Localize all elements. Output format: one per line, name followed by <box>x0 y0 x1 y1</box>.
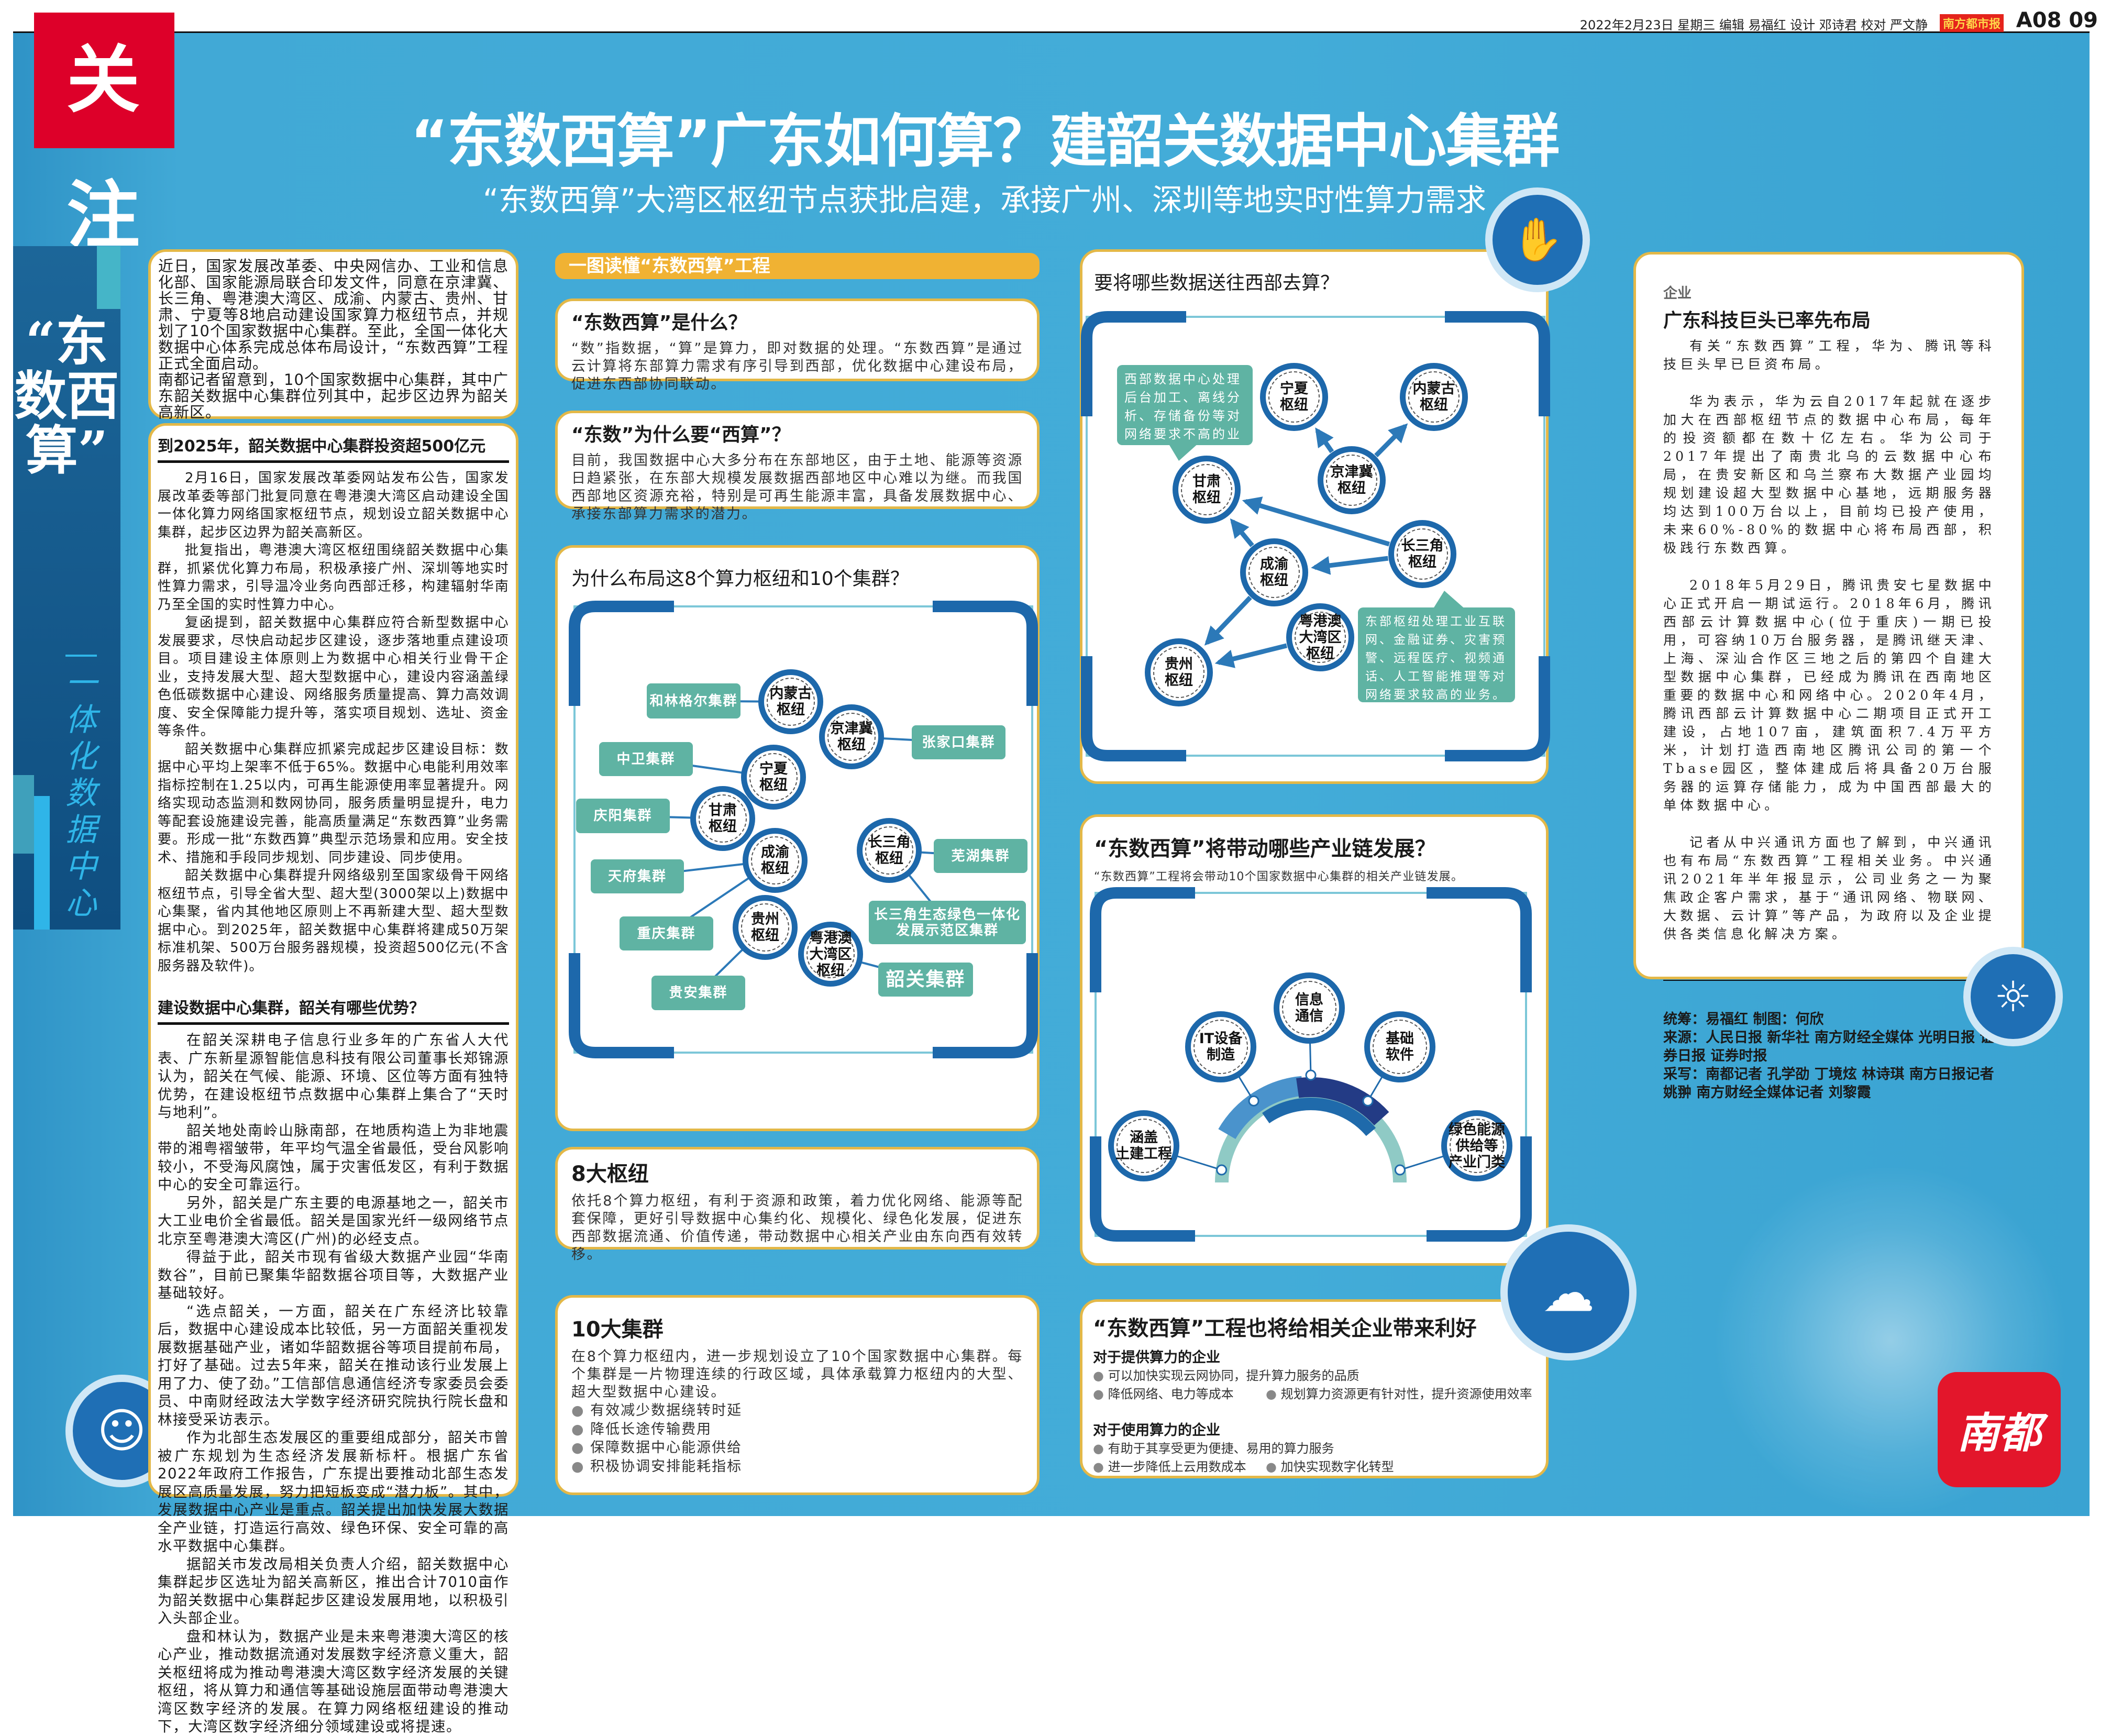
cloud-plug-icon: ☁ <box>1500 1224 1637 1361</box>
section-tag: 关注 <box>34 13 174 259</box>
lead-paragraph: 近日，国家发展改革委、中央网信办、工业和信息化部、国家能源局联合印发文件，同意在… <box>158 257 509 372</box>
page-number: A08 09 <box>2016 8 2098 32</box>
article-paragraph: 韶关数据中心集群应抓紧完成起步区建设目标：数据中心平均上架率不低于65%。数据中… <box>158 741 509 866</box>
article-paragraph: 韶关数据中心集群提升网络级别至国家级骨干网络枢纽节点，引导全省大型、超大型(30… <box>158 868 509 974</box>
article-paragraph: 另外，韶关是广东主要的电源基地之一，韶关市大工业电价全省最低。韶关是国家光纤一级… <box>158 1194 509 1247</box>
newspaper-logo: 南方都市报 <box>1939 14 2004 32</box>
nandu-logo: 南都 <box>1938 1372 2061 1487</box>
enterprise-item-huawei: 华为表示，华为云自2017年起就在逐步加大在西部枢纽节点的数据中心布局，每年的投… <box>1663 394 1995 556</box>
credit-line: 采写：南都记者 孔学劭 丁境炫 林诗琪 南方日报记者 姚翀 南方财经全媒体记者 … <box>1663 1066 1994 1101</box>
benefit-item: 降低网络、电力等成本 <box>1093 1385 1266 1404</box>
benefit-item: 有助于其享受更为便捷、易用的算力服务 <box>1093 1439 1535 1458</box>
article-paragraph: 据韶关市发改局相关负责人介绍，韶关数据中心集群起步区选址为韶关高新区，推出合计7… <box>158 1555 509 1627</box>
article-paragraph: 在韶关深耕电子信息行业多年的广东省人大代表、广东新星源智能信息科技有限公司董事长… <box>158 1032 509 1121</box>
benefits-group-title: 对于提供算力的企业 <box>1093 1350 1220 1366</box>
benefits-group-title: 对于使用算力的企业 <box>1093 1422 1220 1439</box>
benefit-item: 可以加快实现云网协同，提升算力服务的品质 <box>1093 1366 1535 1385</box>
credit-line: 统筹：易福红 制图：何欣 <box>1663 1011 1824 1027</box>
what-text: “数”指数据，“算”是算力，即对数据的处理。“东数西算”是通过云计算将东部算力需… <box>571 340 1023 392</box>
article-paragraph: 批复指出，粤港澳大湾区枢纽围绕韶关数据中心集群，抓紧优化算力布局，积极承接广州、… <box>158 543 509 613</box>
layout-diagram-title: 为什么布局这8个算力枢纽和10个集群？ <box>571 568 909 590</box>
article-paragraph: 盘和林认为，数据产业是未来粤港澳大湾区的核心产业，推动数据流通对发展数字经济意义… <box>158 1628 509 1735</box>
article-paragraph: “选点韶关，一方面，韶关在广东经济比较靠后，数据中心建设成本比较低，另一方面韶关… <box>158 1302 509 1428</box>
industry-heading: “东数西算”将带动哪些产业链发展？ <box>1094 837 1436 861</box>
side-banner: “东数西算” 一体化数据中心 <box>13 246 120 930</box>
why-text: 目前，我国数据中心大多分布在东部地区，由于土地、能源等资源日趋紧张，在东部大规模… <box>571 452 1023 522</box>
credit-line: 来源：人民日报 新华社 南方财经全媒体 光明日报 证券日报 证券时报 <box>1663 1030 1994 1064</box>
divider <box>1663 980 1995 981</box>
cluster-benefit-bullet: 有效减少数据绕转时延 <box>571 1401 1023 1420</box>
what-heading: “东数西算”是什么？ <box>571 312 747 334</box>
benefits-box: “东数西算”工程也将给相关企业带来利好 对于提供算力的企业 可以加快实现云网协同… <box>1080 1299 1549 1478</box>
benefit-item: 规划算力资源更有针对性，提升资源使用效率 <box>1266 1385 1532 1404</box>
explainer-banner: 一图读懂“东数西算”工程 <box>555 253 1040 279</box>
clusters10-text: 在8个算力枢纽内，进一步规划设立了10个国家数据中心集群。每个集群是一片物理连续… <box>571 1348 1023 1400</box>
hubs8-text: 依托8个算力枢纽，有利于资源和政策，着力优化网络、能源等配套保障，更好引导数据中… <box>571 1193 1023 1263</box>
article-paragraph: 复函提到，韶关数据中心集群应符合新型数据中心发展要求，尽快启动起步区建设，逐步落… <box>158 615 509 739</box>
robot-hand-icon: ✋ <box>1485 187 1590 292</box>
enterprise-item-zte: 记者从中兴通讯方面也了解到，中兴通讯也有布局“东数西算”工程相关业务。中兴通讯2… <box>1663 835 1995 942</box>
enterprise-box: 企业 广东科技巨头已率先布局 有关“东数西算”工程，华为、腾讯等科技巨头早已巨资… <box>1633 252 2024 1101</box>
main-article: 到2025年，韶关数据中心集群投资超500亿元 2月16日，国家发展改革委网站发… <box>148 423 518 1735</box>
side-banner-subtitle: 一体化数据中心 <box>65 665 97 922</box>
what-box: “东数西算”是什么？ “数”指数据，“算”是算力，即对数据的处理。“东数西算”是… <box>555 298 1040 392</box>
industry-box: “东数西算”将带动哪些产业链发展？ “东数西算”工程将会带动10个国家数据中心集… <box>1080 814 1549 1266</box>
article-paragraph: 得益于此，韶关市现有省级大数据产业园“华南数谷”，目前已聚集华韶数据谷项目等，大… <box>158 1248 509 1301</box>
flow-diagram-title: 要将哪些数据送往西部去算？ <box>1094 272 1340 294</box>
hubs8-heading: 8大枢纽 <box>571 1162 649 1186</box>
article-paragraph: 作为北部生态发展区的重要组成部分，韶关市曾被广东规划为生态经济发展新标杆。根据广… <box>158 1429 509 1554</box>
enterprise-item-tencent: 2018年5月29日，腾讯贵安七星数据中心正式开启一期试运行。2018年6月，腾… <box>1663 578 1995 813</box>
lead-box: 近日，国家发展改革委、中央网信办、工业和信息化部、国家能源局联合印发文件，同意在… <box>148 249 518 421</box>
section-heading: 到2025年，韶关数据中心集群投资超500亿元 <box>158 433 509 463</box>
article-paragraph: 2月16日，国家发展改革委网站发布公告，国家发展改革委等部门批复同意在粤港澳大湾… <box>158 470 509 540</box>
network-sun-icon: ☼ <box>1963 947 2063 1046</box>
industry-text: “东数西算”工程将会带动10个国家数据中心集群的相关产业链发展。 <box>1094 870 1464 883</box>
side-banner-dash <box>65 655 97 657</box>
lead-paragraph: 南都记者留意到，10个国家数据中心集群，其中广东韶关数据中心集群位列其中，起步区… <box>158 371 509 421</box>
benefits-heading: “东数西算”工程也将给相关企业带来利好 <box>1093 1317 1477 1341</box>
clusters10-box: 10大集群 在8个算力枢纽内，进一步规划设立了10个国家数据中心集群。每个集群是… <box>555 1295 1040 1495</box>
clusters10-heading: 10大集群 <box>571 1318 664 1342</box>
section-heading: 建设数据中心集群，韶关有哪些优势？ <box>158 995 509 1025</box>
article-paragraph: 韶关地处南岭山脉南部，在地质构造上为非地震带的湘粤褶皱带，年平均气温全省最低，受… <box>158 1122 509 1193</box>
why-heading: “东数”为什么要“西算”？ <box>571 424 791 446</box>
benefit-item: 加快实现数字化转型 <box>1266 1458 1394 1477</box>
cluster-benefit-bullet: 积极协调安排能耗指标 <box>571 1457 1023 1476</box>
hubs8-box: 8大枢纽 依托8个算力枢纽，有利于资源和政策，着力优化网络、能源等配套保障，更好… <box>555 1147 1040 1263</box>
layout-diagram-box: 为什么布局这8个算力枢纽和10个集群？ <box>555 545 1040 1131</box>
enterprise-intro: 有关“东数西算”工程，华为、腾讯等科技巨头早已巨资布局。 <box>1663 338 1995 372</box>
headline: “东数西算”广东如何算？建韶关数据中心集群 <box>410 108 1560 175</box>
cluster-benefit-bullet: 保障数据中心能源供给 <box>571 1439 1023 1457</box>
flow-diagram-box: 要将哪些数据送往西部去算？ <box>1080 249 1549 784</box>
subheadline: “东数西算”大湾区枢纽节点获批启建，承接广州、深圳等地实时性算力需求 <box>482 182 1487 218</box>
why-box: “东数”为什么要“西算”？ 目前，我国数据中心大多分布在东部地区，由于土地、能源… <box>555 411 1040 522</box>
benefit-item: 进一步降低上云用数成本 <box>1093 1458 1266 1477</box>
side-banner-title: “东数西算” <box>14 311 119 481</box>
enterprise-heading: 广东科技巨头已率先布局 <box>1663 310 1871 331</box>
dateline: 2022年2月23日 星期三 编辑 易福红 设计 邓诗君 校对 严文静 <box>1579 18 1928 32</box>
cluster-benefit-bullet: 降低长途传输费用 <box>571 1420 1023 1439</box>
enterprise-kicker: 企业 <box>1663 285 1692 302</box>
